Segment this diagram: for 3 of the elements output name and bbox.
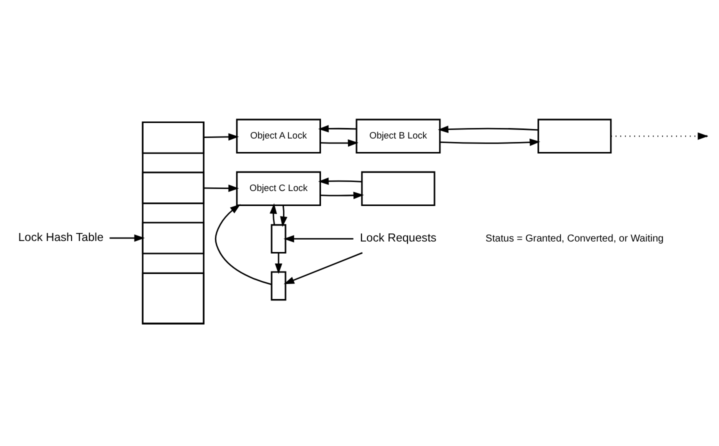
node-text: Lock Hash Table — [18, 232, 104, 244]
node-text: Lock Requests — [360, 232, 436, 245]
label: Status = Granted, Converted, or Waiting — [486, 233, 664, 244]
